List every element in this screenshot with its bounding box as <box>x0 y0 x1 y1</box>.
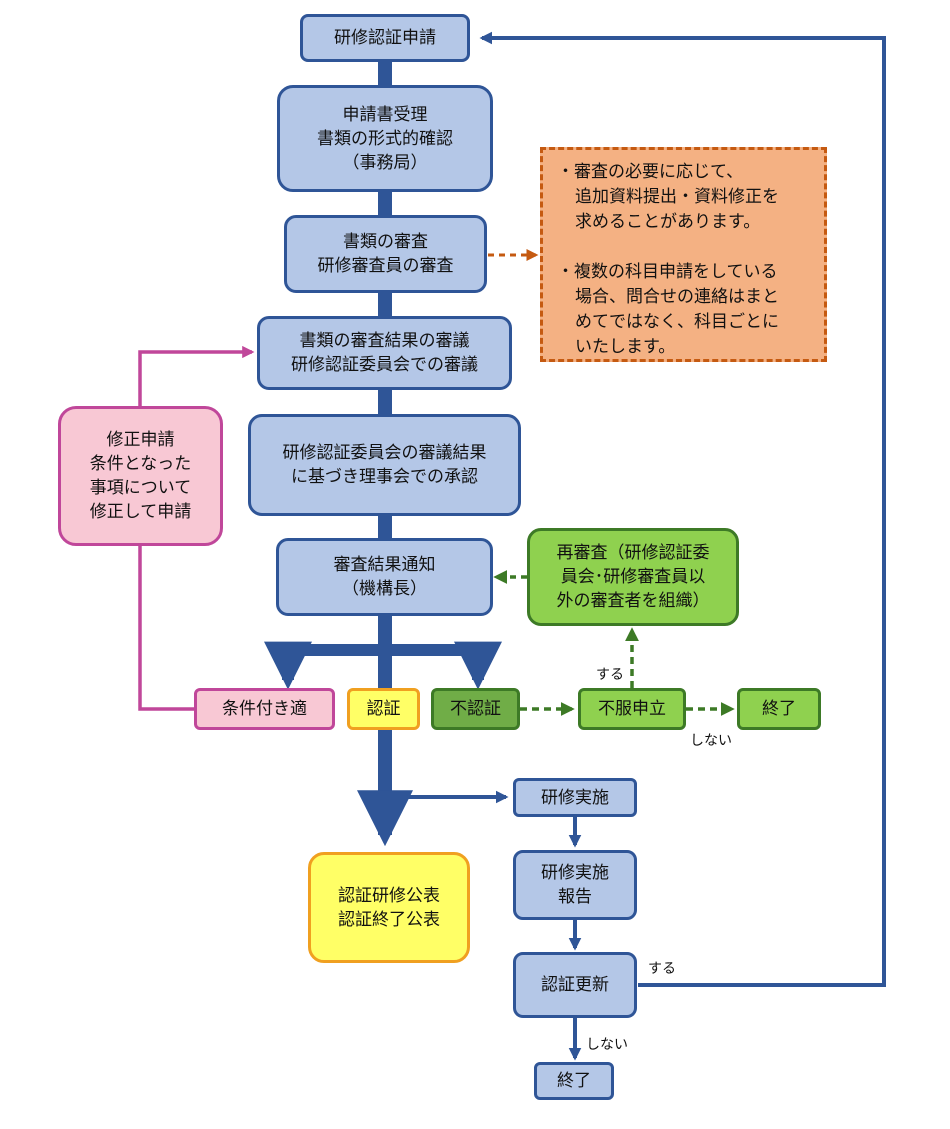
node-end-appeal: 終了 <box>737 688 821 730</box>
renew-yes-label: する <box>648 961 676 977</box>
correction-to-committee <box>138 345 255 406</box>
node-conditional: 条件付き適 <box>194 688 335 730</box>
note-item: ・審査の必要に応じて、 追加資料提出・資料修正を 求めることがあります。 <box>557 162 779 232</box>
node-committee: 書類の審査結果の審議 研修認証委員会での審議 <box>257 316 512 390</box>
review-note: ・審査の必要に応じて、 追加資料提出・資料修正を 求めることがあります。 ・複数… <box>540 147 827 362</box>
node-appeal: 不服申立 <box>578 688 686 730</box>
renewal-loop <box>479 31 886 987</box>
node-notice: 審査結果通知 （機構長） <box>276 538 493 616</box>
node-publication: 認証研修公表 認証終了公表 <box>308 852 470 963</box>
node-renewal: 認証更新 <box>513 952 637 1018</box>
node-review: 書類の審査 研修審査員の審査 <box>284 215 487 293</box>
node-rereview: 再審査（研修認証委 員会･研修審査員以 外の審査者を組織） <box>527 528 739 626</box>
node-not-certified: 不認証 <box>431 688 520 730</box>
node-receipt: 申請書受理 書類の形式的確認 （事務局） <box>277 85 493 192</box>
appeal-yes-label: する <box>596 667 624 683</box>
conditional-to-correction <box>138 545 195 711</box>
node-board: 研修認証委員会の審議結果 に基づき理事会での承認 <box>248 414 521 516</box>
renew-no-label: しない <box>586 1037 628 1053</box>
node-end-final: 終了 <box>534 1062 614 1100</box>
branch-to-not-certified <box>385 641 502 690</box>
branch-to-conditional <box>264 641 385 690</box>
node-application: 研修認証申請 <box>300 14 470 62</box>
node-correction: 修正申請 条件となった 事項について 修正して申請 <box>58 406 223 546</box>
node-report: 研修実施 報告 <box>513 850 637 920</box>
note-item: ・複数の科目申請をしている 場合、問合せの連絡はまと めてではなく、科目ごとに … <box>557 262 779 357</box>
node-implementation: 研修実施 <box>513 778 637 817</box>
appeal-no-label: しない <box>690 733 732 749</box>
node-certified: 認証 <box>347 688 420 730</box>
